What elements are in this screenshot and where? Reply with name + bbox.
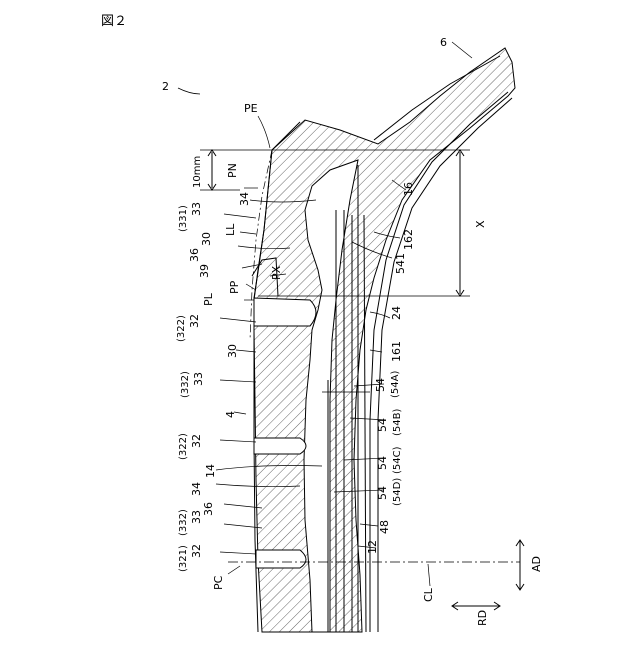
label-54B: (54B) [392,409,403,436]
label-36-top: 36 [188,248,201,262]
label-RD: RD [476,610,489,626]
label-54D: (54D) [392,478,403,506]
label-321: (321) [178,545,189,572]
label-X: X [474,220,487,228]
label-12: 12 [366,540,379,554]
label-36-mid: 36 [202,502,215,516]
label-30-top: 30 [200,232,213,246]
label-54A: (54A) [390,371,401,398]
groove-322-top [254,298,316,326]
label-54C: (54C) [392,446,403,474]
dim-10mm-arrow [208,150,216,190]
label-48: 48 [378,520,391,534]
label-16: 16 [402,182,415,196]
label-33-top: 33 [190,202,203,216]
groove-321-center [256,550,306,568]
label-33-mid: 33 [192,372,205,386]
label-34-top: 34 [238,192,251,206]
label-PN: PN [226,163,239,178]
label-54-B: 54 [376,418,389,432]
label-541: 541 [394,253,407,274]
label-39: 39 [198,264,211,278]
label-PL: PL [202,292,215,306]
label-32-top: 32 [188,314,201,328]
label-AD: AD [530,556,543,572]
label-2: 2 [162,80,169,93]
label-54-C: 54 [376,456,389,470]
tread-rubber [254,48,515,632]
label-14: 14 [204,464,217,478]
label-33-low: 33 [190,510,203,524]
label-CL: CL [422,587,435,602]
label-10mm: 10mm [192,156,203,188]
label-PX: PX [270,265,283,280]
dim-X-arrow [456,150,464,296]
label-30-mid: 30 [226,344,239,358]
figure-title: 図２ [101,10,127,29]
label-24: 24 [390,306,403,320]
label-332-low: (332) [178,509,189,536]
label-332-top: (332) [180,371,191,398]
arrow-RD [452,602,500,610]
label-PP: PP [228,280,241,294]
label-6: 6 [440,36,447,49]
label-4: 4 [224,411,237,418]
label-322-mid: (322) [178,433,189,460]
label-54-A: 54 [374,378,387,392]
label-32-low: 32 [190,544,203,558]
label-54-D: 54 [376,486,389,500]
label-161: 161 [390,341,403,362]
label-LL: LL [224,223,237,236]
label-331: (331) [178,205,189,232]
label-34-mid: 34 [190,482,203,496]
label-PE: PE [244,102,258,115]
label-32-mid: 32 [190,434,203,448]
label-162: 162 [402,229,415,250]
label-PC: PC [212,575,225,590]
arrow-AD [516,540,524,590]
groove-322-mid [254,438,306,454]
label-322-top: (322) [176,315,187,342]
